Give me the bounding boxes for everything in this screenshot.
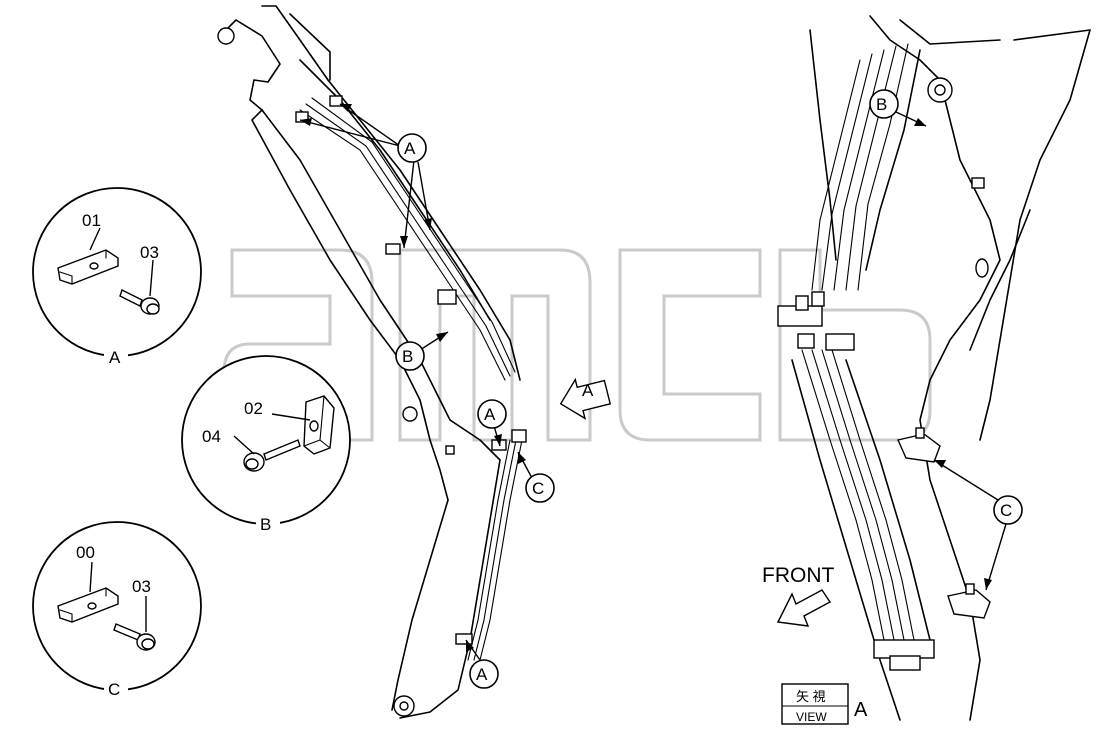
front-arrow-icon [776,589,832,627]
detail-view-b: 02 04 B [181,355,351,534]
callout-label-b-view: B [876,95,887,114]
callout-label-a-lower: A [476,665,488,684]
part-label-00: 00 [76,543,95,562]
detail-caption-c: C [108,680,120,699]
detail-caption-a: A [109,348,121,367]
callout-label-c-view: C [1000,501,1012,520]
callout-c-view: C [933,459,1023,591]
front-indicator: FRONT [762,564,834,627]
part-label-01: 01 [82,211,101,230]
callout-label-b-arm: B [402,347,413,366]
callout-a-lower: A [465,639,499,689]
detail-view-a: 01 03 A [32,187,202,367]
part-label-04: 04 [202,427,221,446]
view-arrow-label: A [582,381,594,400]
detail-caption-b: B [260,515,271,534]
part-label-03c: 03 [132,577,151,596]
view-a-drawing [777,15,1091,721]
view-word: VIEW [796,710,827,724]
callout-label-a-upper: A [404,139,416,158]
front-label: FRONT [762,564,834,587]
view-letter: A [854,699,868,721]
detail-view-c: 00 03 C [32,521,202,699]
part-label-03a: 03 [140,243,159,262]
callout-a-upper: A [299,103,432,249]
boom-arm-drawing [217,5,527,719]
bolt-shank-03a [119,289,143,307]
callout-b-view: B [869,89,927,127]
callout-label-c-elbow: C [532,479,544,498]
part-label-02: 02 [244,399,263,418]
callout-b-arm: B [395,331,449,371]
view-title-box: 矢 視 VIEW A [781,683,868,725]
clamp-plate-02 [303,395,335,455]
callout-label-a-elbow: A [484,405,496,424]
bolt-shank-04 [263,439,301,461]
callout-a-elbow: A [477,399,507,447]
callout-c-elbow: C [517,451,555,503]
view-jp-label: 矢 視 [796,689,826,704]
view-arrow-a: A [559,377,612,420]
